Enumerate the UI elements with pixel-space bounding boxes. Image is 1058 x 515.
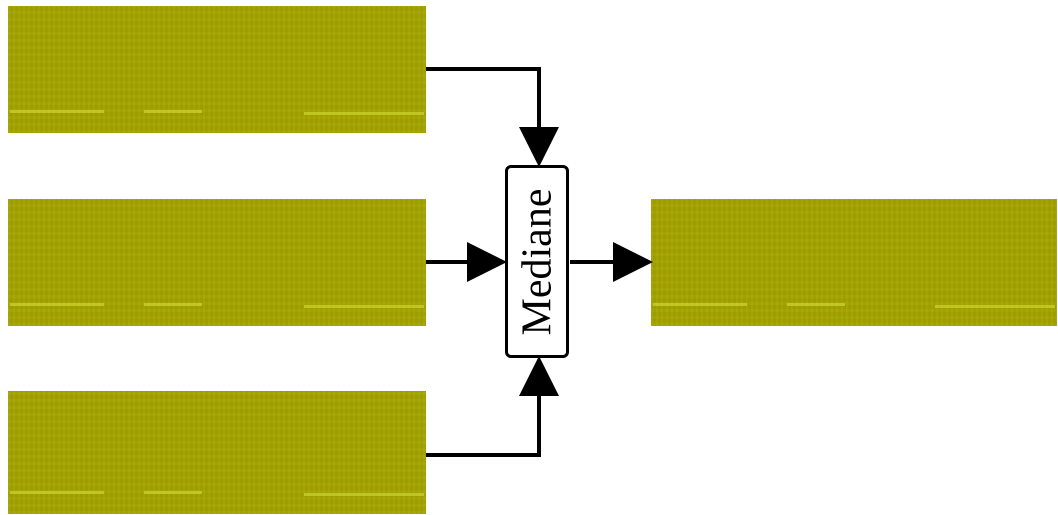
image-streak [144,491,202,494]
image-streak [144,303,202,306]
image-streak [10,110,104,113]
median-label: Mediane [514,188,561,335]
top-input-arrow [426,67,559,167]
image-streak [304,493,424,496]
image-streak [304,305,424,308]
output-image-panel [651,199,1057,326]
image-streak [935,305,1055,308]
image-streak [304,112,424,115]
image-streak [10,303,104,306]
image-streak [787,303,845,306]
image-streak [144,110,202,113]
bottom-input-arrow [426,356,559,457]
median-box: Mediane [505,165,569,358]
input-image-panel [8,199,426,326]
input-image-panel [8,391,426,514]
image-streak [10,491,104,494]
input-image-panel [8,6,426,133]
image-streak [653,303,747,306]
